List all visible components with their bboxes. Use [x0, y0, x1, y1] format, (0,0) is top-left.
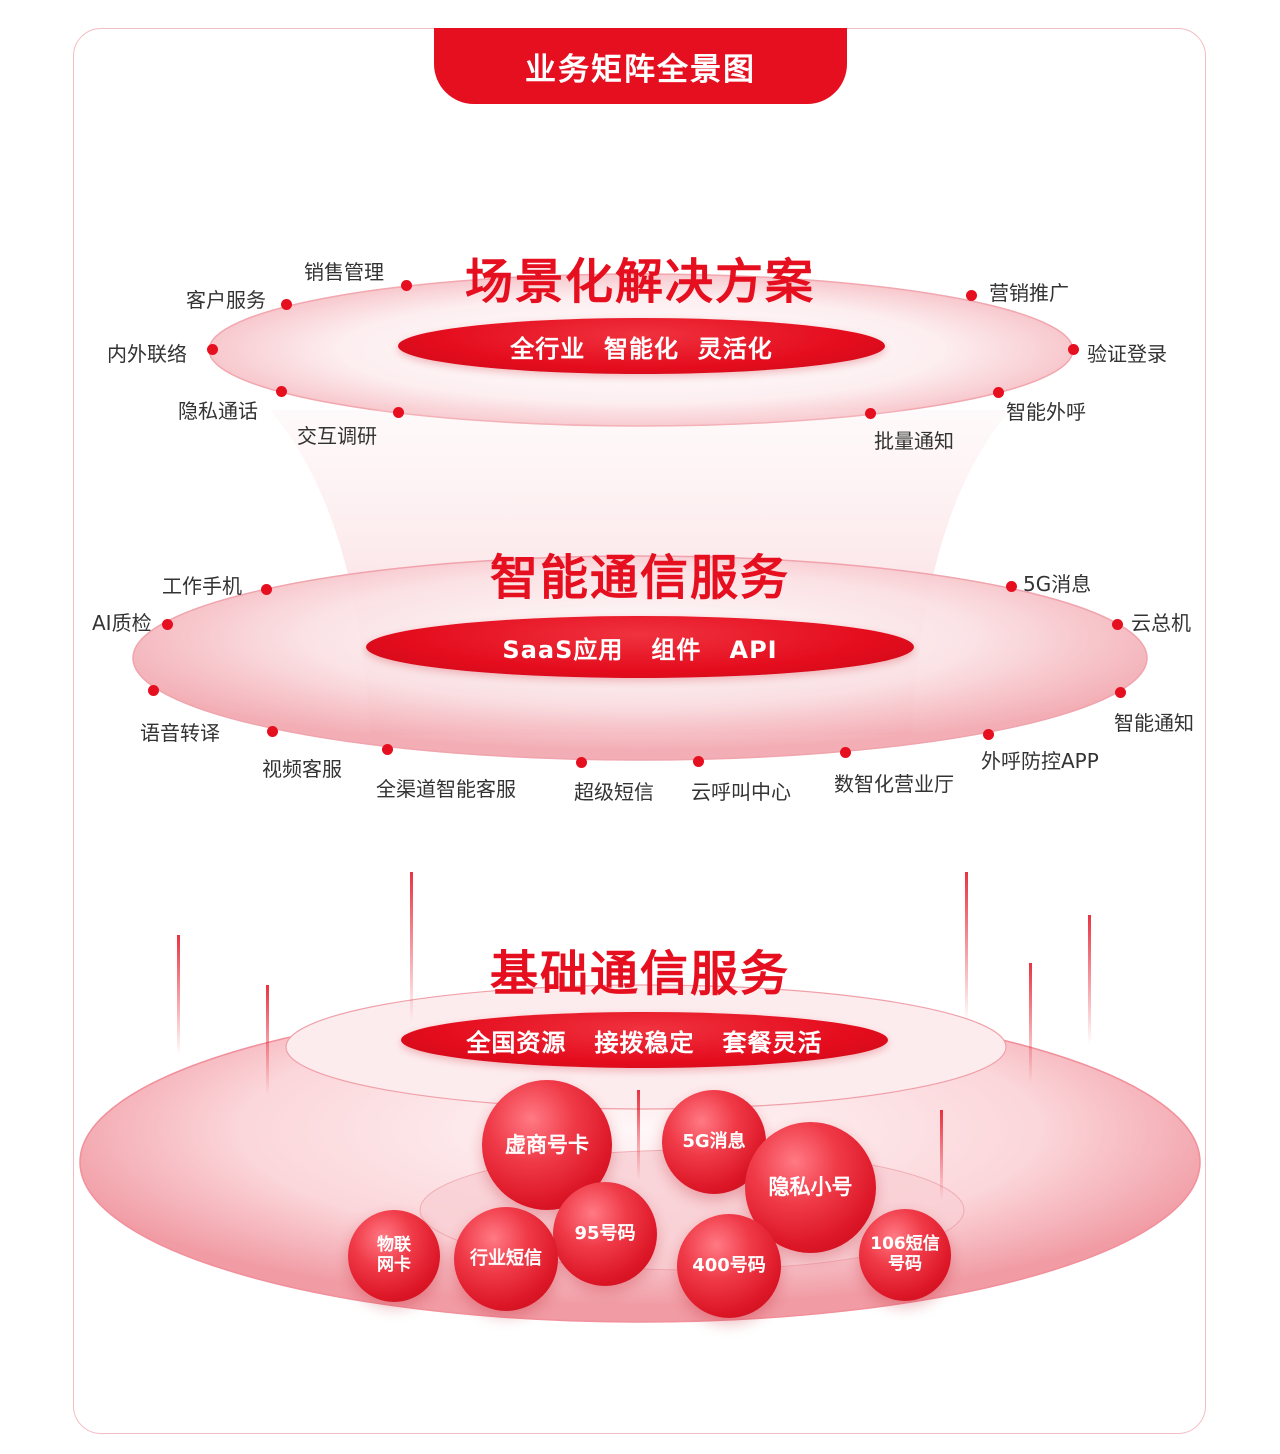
product-label: 95号码 — [574, 1222, 636, 1244]
label-dot — [1111, 618, 1123, 630]
label-dot — [206, 343, 218, 355]
product-ball-private-number: 隐私小号 — [745, 1122, 876, 1253]
layer2-tagline-pill: SaaS应用 组件 API — [366, 616, 914, 678]
label-sales-management: 销售管理 — [304, 260, 384, 284]
product-label: 106短信 — [870, 1234, 940, 1255]
label-dot — [1005, 580, 1017, 592]
label-dot — [992, 386, 1004, 398]
product-label: 隐私小号 — [768, 1175, 853, 1200]
layer3-title: 基础通信服务 — [489, 946, 790, 1002]
layer3-tagline: 全国资源 接拨稳定 套餐灵活 — [466, 1028, 823, 1057]
label-private-calls: 隐私通话 — [178, 399, 258, 423]
label-dot — [381, 743, 393, 755]
label-dot — [864, 407, 876, 419]
label-dot — [275, 385, 287, 397]
header-tab: 业务矩阵全景图 — [434, 28, 847, 104]
label-batch-notification: 批量通知 — [874, 429, 954, 453]
product-label: 5G消息 — [682, 1130, 746, 1152]
label-super-sms: 超级短信 — [574, 780, 654, 804]
layer1-title: 场景化解决方案 — [464, 254, 815, 310]
label-internal-external-contact: 内外联络 — [107, 342, 187, 366]
label-dot — [982, 728, 994, 740]
layer1-tagline-pill: 全行业 智能化 灵活化 — [398, 318, 885, 374]
label-work-phone: 工作手机 — [162, 574, 242, 598]
label-customer-service: 客户服务 — [186, 288, 266, 312]
label-dot — [1067, 343, 1079, 355]
product-label: 物联 — [377, 1235, 411, 1256]
layer1-tagline: 全行业 智能化 灵活化 — [510, 334, 773, 363]
label-digital-business-hall: 数智化营业厅 — [834, 772, 954, 796]
label-omnichannel-support: 全渠道智能客服 — [376, 777, 516, 801]
label-dot — [161, 618, 173, 630]
header-title: 业务矩阵全景图 — [525, 51, 756, 88]
label-interactive-survey: 交互调研 — [297, 424, 377, 448]
label-5g-messaging: 5G消息 — [1023, 572, 1092, 596]
light-beams — [177, 872, 1091, 1200]
label-cloud-pbx: 云总机 — [1131, 611, 1191, 635]
label-dot — [147, 684, 159, 696]
label-dot — [280, 298, 292, 310]
label-marketing: 营销推广 — [989, 281, 1069, 305]
product-label: 网卡 — [377, 1255, 411, 1275]
label-cloud-call-center: 云呼叫中心 — [691, 780, 791, 804]
label-smart-outbound-call: 智能外呼 — [1006, 400, 1086, 424]
product-label: 虚商号卡 — [505, 1132, 589, 1157]
label-dot — [260, 583, 272, 595]
layer2-title: 智能通信服务 — [489, 550, 790, 606]
label-dot — [575, 756, 587, 768]
label-outbound-fraud-app: 外呼防控APP — [981, 749, 1099, 773]
label-dot — [392, 406, 404, 418]
label-dot — [400, 279, 412, 291]
product-ball-95-number: 95号码 — [553, 1182, 657, 1286]
label-dot — [692, 755, 704, 767]
product-ball-400-number: 400号码 — [677, 1214, 781, 1318]
label-dot — [266, 725, 278, 737]
product-ball-106-sms-number: 106短信 号码 — [859, 1209, 951, 1301]
layer3-tagline-pill: 全国资源 接拨稳定 套餐灵活 — [401, 1012, 888, 1068]
label-dot — [839, 746, 851, 758]
product-label: 400号码 — [692, 1254, 766, 1276]
product-ball-industry-sms: 行业短信 — [454, 1207, 558, 1311]
layer2-tagline: SaaS应用 组件 API — [502, 635, 778, 664]
product-label: 行业短信 — [470, 1247, 542, 1269]
label-ai-quality-check: AI质检 — [92, 611, 152, 635]
label-video-support: 视频客服 — [262, 757, 342, 781]
label-speech-transcription: 语音转译 — [140, 721, 220, 745]
label-dot — [965, 289, 977, 301]
label-verification-login: 验证登录 — [1087, 342, 1167, 366]
label-dot — [1114, 686, 1126, 698]
product-label: 号码 — [888, 1254, 922, 1274]
product-ball-iot-card: 物联 网卡 — [348, 1210, 440, 1302]
label-smart-notification: 智能通知 — [1114, 711, 1194, 735]
